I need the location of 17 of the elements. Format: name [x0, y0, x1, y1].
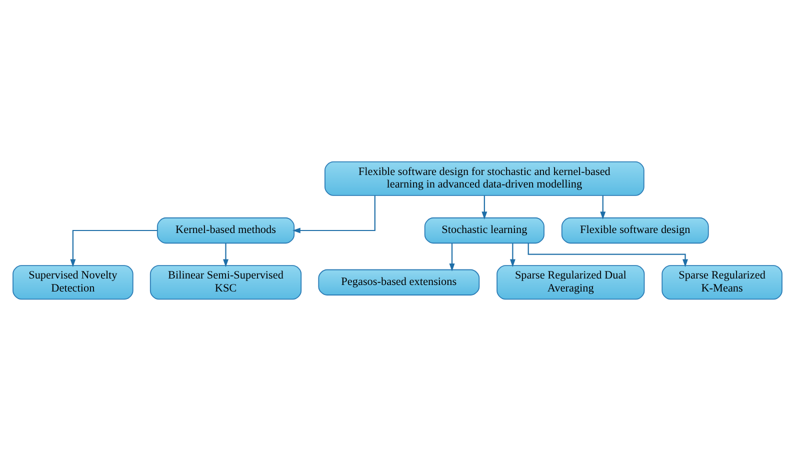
node-box: Sparse Regularized Dual Averaging [496, 264, 645, 300]
node-box: Kernel-based methods [156, 216, 295, 244]
arrow [528, 242, 688, 267]
arrow [482, 195, 488, 219]
arrow [510, 242, 516, 267]
node-box: Flexible software design for stochastic and kernel-based learning in advanced data-driven modelling [324, 160, 644, 196]
arrow [223, 242, 229, 267]
node-box: Flexible software design [561, 216, 709, 244]
node-box: Pegasos-based extensions [318, 268, 480, 295]
node-box: Supervised Novelty Detection [12, 264, 134, 300]
node-box: Stochastic learning [424, 216, 544, 244]
arrow [449, 242, 455, 271]
arrow [600, 195, 606, 219]
arrow [292, 195, 376, 233]
arrow [70, 229, 158, 267]
node-box: Bilinear Semi-Supervised KSC [150, 264, 302, 300]
node-box: Sparse Regularized K-Means [662, 264, 782, 300]
